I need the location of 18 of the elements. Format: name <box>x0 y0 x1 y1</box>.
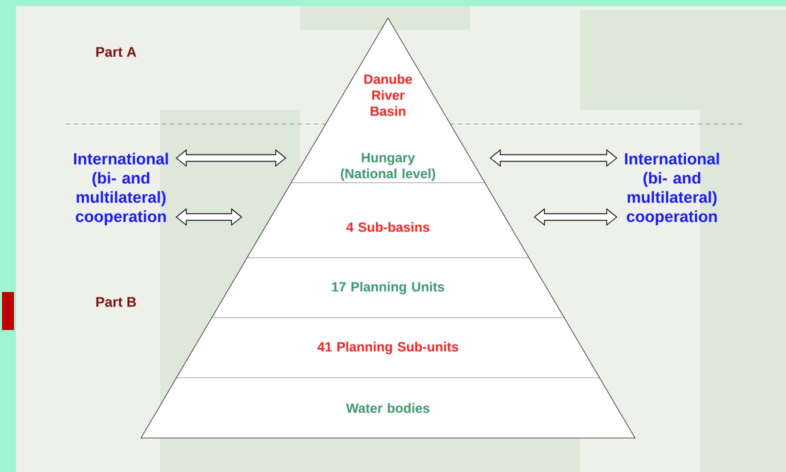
node-label: 41 Planning Sub-units <box>317 342 458 354</box>
node-label: 17 Planning Units <box>332 282 444 294</box>
side-label: International (bi- and multilateral) cooperation <box>625 152 719 226</box>
pyramid-layer: Water bodies <box>140 378 636 438</box>
side-label: International (bi- and multilateral) cooperation <box>74 152 168 226</box>
double-arrow <box>176 208 242 226</box>
node-label: 4 Sub-basins <box>346 222 430 232</box>
node-label: Water bodies <box>346 403 430 413</box>
pyramid-layer: 4 Sub-basins <box>246 182 530 258</box>
pyramid-layer: Hungary (National level) <box>290 124 486 184</box>
part-label: Part B <box>96 297 136 307</box>
node-label: Danube River Basin <box>364 74 412 116</box>
part-label: Part A <box>96 47 136 57</box>
node-label: Hungary (National level) <box>340 153 436 181</box>
pyramid-apex: Danube River Basin <box>325 18 451 124</box>
pyramid-layer: 41 Planning Sub-units <box>176 318 600 378</box>
double-arrow <box>490 149 618 167</box>
double-arrow <box>176 149 286 167</box>
